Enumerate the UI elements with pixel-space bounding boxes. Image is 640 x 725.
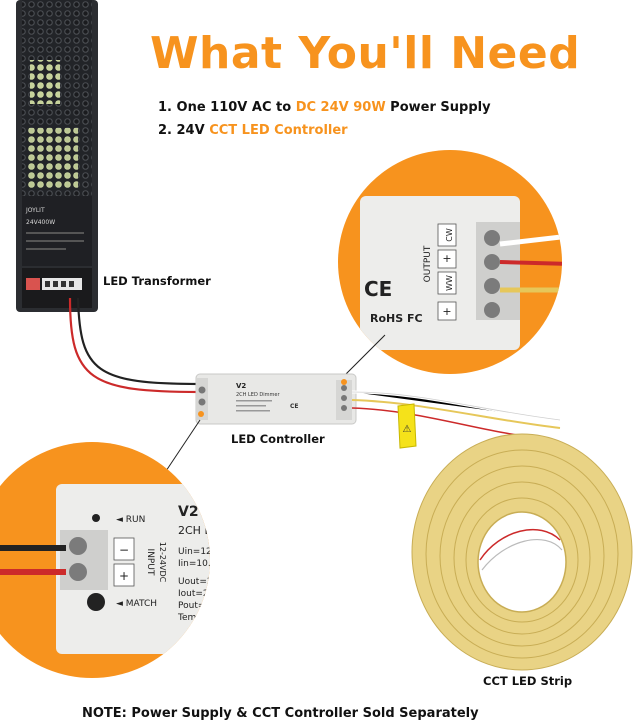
controller-ce: CE xyxy=(290,403,299,410)
psu-model: 24V400W xyxy=(26,219,55,226)
controller-desc: 2CH LED Dimmer xyxy=(236,392,280,398)
page-title: What You'll Need xyxy=(150,28,581,79)
led-controller: V2 2CH LED Dimmer CE xyxy=(195,373,357,425)
requirement-2-num: 2. xyxy=(158,123,172,138)
ce-mark-zoom: CE xyxy=(364,277,392,301)
plus-label-bottom: + xyxy=(442,305,451,318)
requirement-2-highlight: CCT LED Controller xyxy=(209,123,348,138)
ww-label: WW xyxy=(445,275,454,291)
requirement-1: 1. One 110V AC to DC 24V 90W Power Suppl… xyxy=(158,100,491,115)
power-supply: JOYLIT 24V400W xyxy=(16,0,98,312)
controller-short: 2CH L xyxy=(178,524,211,537)
match-label: ◄ MATCH xyxy=(116,599,157,609)
warning-icon: ⚠ xyxy=(403,424,412,435)
pout-spec: Pout= xyxy=(178,601,205,611)
requirement-1-num: 1. xyxy=(158,100,172,115)
requirement-1-pre: One 110V AC to xyxy=(176,100,296,115)
input-label: INPUT xyxy=(145,549,155,576)
minus-label: − xyxy=(119,543,129,557)
uin-spec: Uin=12- xyxy=(178,547,215,557)
plus-label-top: + xyxy=(442,252,451,265)
footer-note: NOTE: Power Supply & CCT Controller Sold… xyxy=(82,706,479,721)
output-label: OUTPUT xyxy=(423,245,433,282)
cw-label: CW xyxy=(445,228,454,242)
controller-model-zoom: V2 xyxy=(178,504,199,520)
temp-spec: Temp xyxy=(177,613,202,623)
iout-spec: Iout=2x xyxy=(178,589,215,599)
requirement-2-pre: 24V xyxy=(176,123,210,138)
warning-tag: ⚠ xyxy=(397,403,417,449)
requirement-2: 2. 24V CCT LED Controller xyxy=(158,123,348,138)
controller-model: V2 xyxy=(236,382,246,390)
run-label: ◄ RUN xyxy=(116,515,145,525)
requirement-1-post: Power Supply xyxy=(385,100,491,115)
label-cct-led-strip: CCT LED Strip xyxy=(483,674,573,688)
label-led-transformer: LED Transformer xyxy=(103,274,211,288)
iin-spec: Iin=10.5 xyxy=(178,559,216,569)
led-strip-coil xyxy=(411,433,633,671)
uout-spec: Uout=2 xyxy=(178,577,213,587)
requirement-1-highlight: DC 24V 90W xyxy=(295,100,386,115)
psu-brand: JOYLIT xyxy=(25,207,45,214)
input-range: 12-24VDC xyxy=(158,542,167,583)
rohs-mark-zoom: RoHS FC xyxy=(370,312,423,325)
plus-label-input: + xyxy=(119,569,129,583)
input-zoom-circle: ◄ RUN ◄ MATCH − + INPUT 12-24VDC V2 2CH … xyxy=(0,442,216,678)
output-zoom-circle: CW + WW + OUTPUT CE RoHS FC xyxy=(338,150,562,374)
label-led-controller: LED Controller xyxy=(231,432,325,446)
